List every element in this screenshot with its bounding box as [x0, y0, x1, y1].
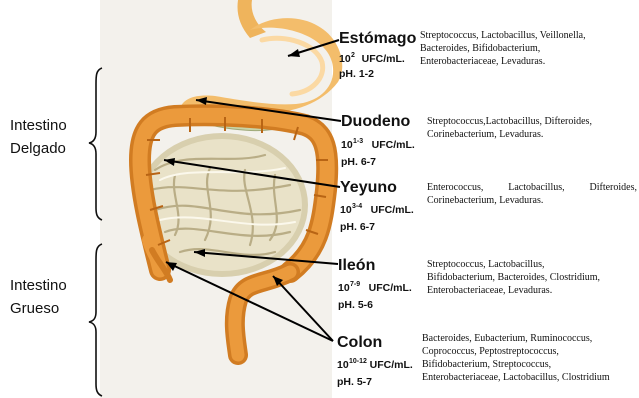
count-units: UFC/mL. [362, 53, 405, 65]
bacteria-line: Streptococcus, Lactobacillus, [427, 258, 637, 271]
bacteria-line: Enterococcus, Lactobacillus, Difteroides… [427, 181, 637, 194]
count-units: UFC/mL. [371, 204, 414, 216]
bacteria-line: Streptococcus, Lactobacillus, Veillonell… [420, 29, 630, 42]
count-exponent: 2 [351, 48, 355, 63]
bacteria-line: Enterobacteriaceae, Levaduras. [427, 284, 637, 297]
count-base: 10 [341, 139, 353, 151]
bacteria-line: Bacteroides, Eubacterium, Ruminococcus, [422, 332, 638, 345]
bacteria-ileon: Streptococcus, Lactobacillus, Bifidobact… [427, 258, 637, 297]
group-label-line: Delgado [10, 137, 67, 160]
group-label-small-intestine: Intestino Delgado [10, 114, 67, 160]
bacteria-line: Enterobacteriaceae, Levaduras. [420, 55, 630, 68]
bacteria-line: Bifidobacterium, Bacteroides, Clostridiu… [427, 271, 637, 284]
bacteria-line: Corinebacterium, Levaduras. [427, 128, 637, 141]
count-exponent: 10-12 [349, 354, 367, 369]
organ-ph: pH. 6-7 [341, 155, 415, 170]
bacteria-line: Streptococcus,Lactobacillus, Difteroides… [427, 115, 637, 128]
count-base: 10 [337, 359, 349, 371]
count-base: 10 [339, 53, 351, 65]
organ-name: Estómago [339, 29, 416, 49]
count-exponent: 7-9 [350, 277, 360, 292]
bacteria-yeyuno: Enterococcus, Lactobacillus, Difteroides… [427, 181, 637, 207]
bacteria-estomago: Streptococcus, Lactobacillus, Veillonell… [420, 29, 630, 68]
group-label-line: Intestino [10, 114, 67, 137]
organ-ph: pH. 6-7 [340, 220, 414, 235]
count-base: 10 [338, 282, 350, 294]
bacteria-line: Enterobacteriaceae, Lactobacillus, Clost… [422, 371, 638, 384]
organ-ph: pH. 5-6 [338, 298, 412, 313]
count-exponent: 1-3 [353, 134, 363, 149]
group-label-large-intestine: Intestino Grueso [10, 274, 67, 320]
organ-name: Yeyuno [340, 178, 414, 198]
organ-ph: pH. 5-7 [337, 375, 413, 390]
bacteria-colon: Bacteroides, Eubacterium, Ruminococcus, … [422, 332, 638, 384]
count-base: 10 [340, 204, 352, 216]
count-exponent: 3-4 [352, 199, 362, 214]
bacteria-line: Corinebacterium, Levaduras. [427, 194, 637, 207]
count-units: UFC/mL. [372, 139, 415, 151]
organ-name: Duodeno [341, 112, 415, 132]
count-units: UFC/mL. [370, 359, 413, 371]
organ-name: Colon [337, 333, 413, 353]
bacteria-line: Coprococcus, Peptostreptococcus, [422, 345, 638, 358]
bacteria-line: Bifidobacterium, Streptococcus, [422, 358, 638, 371]
group-label-line: Intestino [10, 274, 67, 297]
organ-name: Ileón [338, 256, 412, 276]
count-units: UFC/mL. [369, 282, 412, 294]
group-label-line: Grueso [10, 297, 67, 320]
bacteria-line: Bacteroides, Bifidobacterium, [420, 42, 630, 55]
bacteria-duodeno: Streptococcus,Lactobacillus, Difteroides… [427, 115, 637, 141]
organ-ph: pH. 1-2 [339, 67, 416, 82]
